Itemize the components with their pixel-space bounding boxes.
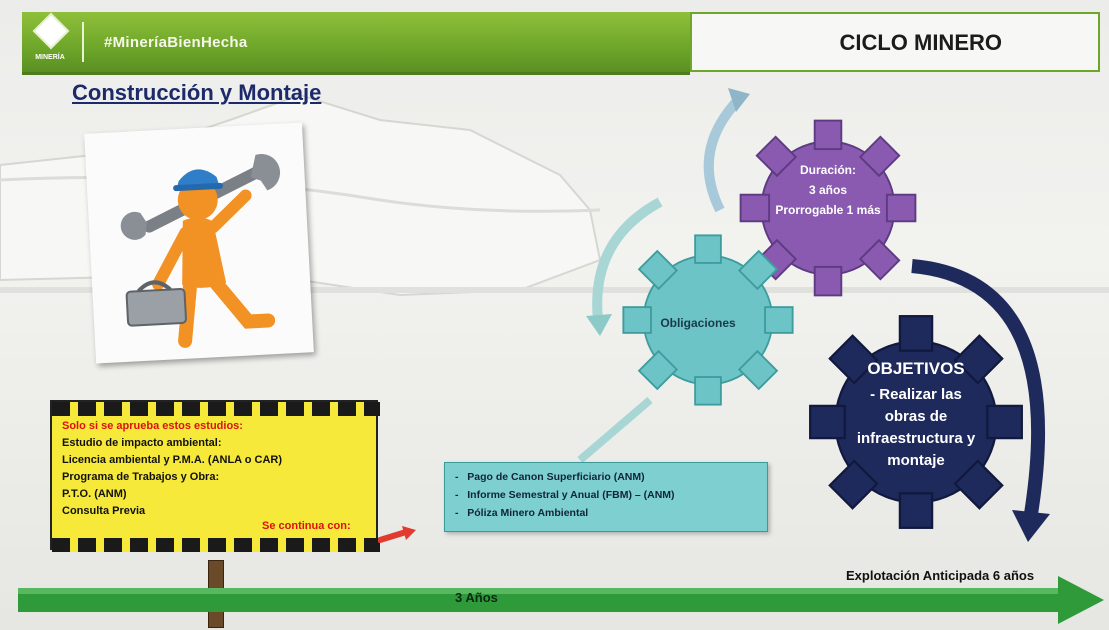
sign-line-6: Consulta Previa xyxy=(62,505,146,517)
section-title: CICLO MINERO xyxy=(839,30,1002,55)
objetivos-line-4: montaje xyxy=(887,452,945,469)
duracion-value: 3 años xyxy=(808,183,847,197)
timeline-explotacion-label: Explotación Anticipada 6 años xyxy=(846,568,1035,583)
sign-continue: Se continua con: xyxy=(262,520,351,532)
timeline-arrow xyxy=(18,576,1104,624)
worker-figure-icon xyxy=(120,153,281,348)
requirements-sign: Solo si se aprueba estos estudios: Estud… xyxy=(50,400,380,570)
sign-line-2: Estudio de impacto ambiental: xyxy=(62,437,222,449)
objetivos-heading: OBJETIVOS xyxy=(867,359,965,378)
timeline-duration: 3 Años xyxy=(455,590,498,605)
slide-title: Construcción y Montaje xyxy=(72,80,322,105)
sign-line-3: Licencia ambiental y P.M.A. (ANLA o CAR) xyxy=(62,454,283,466)
header-bar: MINERÍA #MineríaBienHecha CICLO MINERO xyxy=(22,12,1100,75)
duracion-extension: Prorrogable 1 más xyxy=(775,203,881,217)
objetivos-label: OBJETIVOS - Realizar las obras de infrae… xyxy=(826,358,1006,472)
obligation-item: - Pago de Canon Superficiario (ANM) xyxy=(455,471,645,483)
obligations-box: - Pago de Canon Superficiario (ANM) - In… xyxy=(444,462,768,532)
objetivos-line-2: obras de xyxy=(884,408,948,425)
objetivos-line-1: - Realizar las xyxy=(870,386,962,403)
sign-hatch-bottom xyxy=(52,538,380,552)
worker-illustration xyxy=(84,122,314,364)
logo-diamond-icon xyxy=(32,12,70,50)
sign-line-1: Solo si se aprueba estos estudios: xyxy=(62,420,243,432)
gears-diagram xyxy=(577,88,1050,542)
header-section-box: CICLO MINERO xyxy=(690,12,1100,72)
sign-line-4: Programa de Trabajos y Obra: xyxy=(62,471,220,483)
minería-logo: MINERÍA xyxy=(28,12,72,68)
duracion-label: Duración: 3 años Prorrogable 1 más xyxy=(748,160,908,220)
logo-text: MINERÍA xyxy=(35,54,65,61)
header-green-band: MINERÍA #MineríaBienHecha xyxy=(22,12,690,75)
sign-board: Solo si se aprueba estos estudios: Estud… xyxy=(50,400,380,552)
header-separator xyxy=(82,22,84,62)
obligation-item: - Póliza Minero Ambiental xyxy=(455,507,589,519)
continue-arrow-icon xyxy=(378,526,416,543)
obligation-item: - Informe Semestral y Anual (FBM) – (ANM… xyxy=(455,489,675,501)
sign-line-5: P.T.O. (ANM) xyxy=(62,488,127,500)
duracion-title: Duración: xyxy=(799,163,856,177)
sign-hatch-top xyxy=(52,402,380,416)
obligaciones-label: Obligaciones xyxy=(660,316,736,330)
objetivos-line-3: infraestructura y xyxy=(856,430,976,447)
hashtag-label: #MineríaBienHecha xyxy=(104,34,248,51)
